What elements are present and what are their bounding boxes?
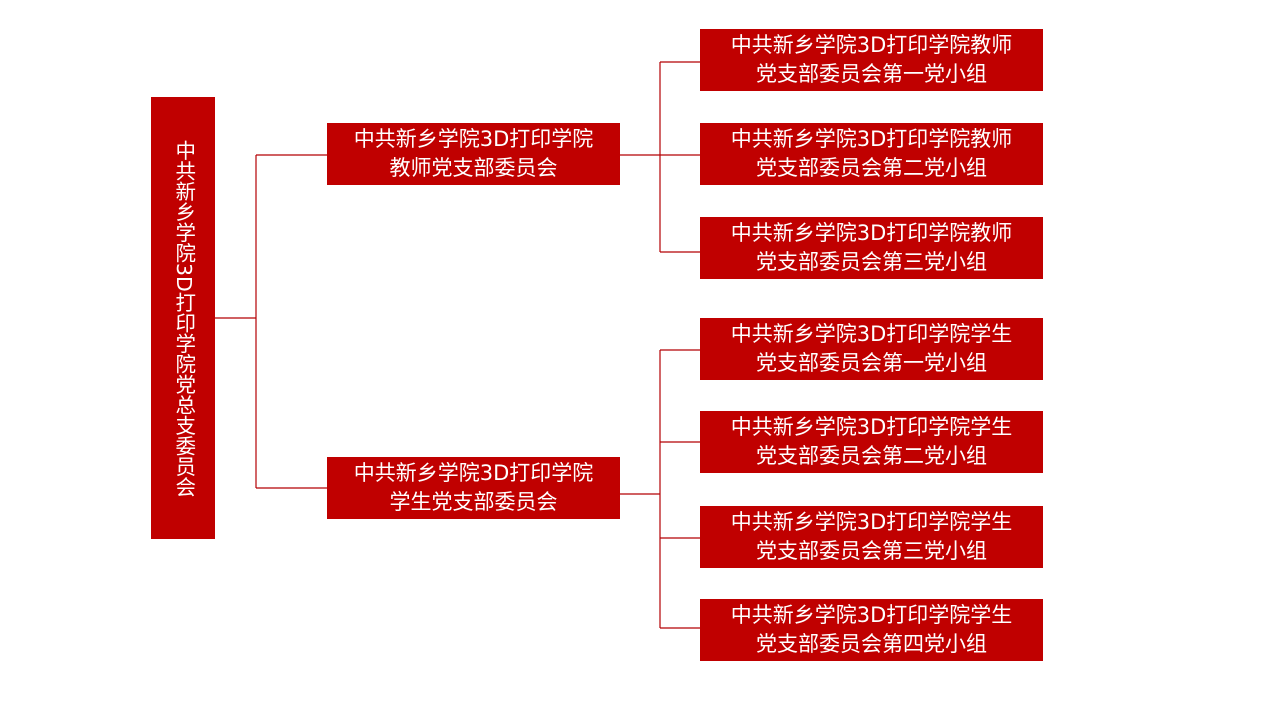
- student-group-1-line1: 中共新乡学院3D打印学院学生: [730, 322, 1013, 346]
- teacher-group-3-box: 中共新乡学院3D打印学院教师 党支部委员会第三党小组: [700, 217, 1043, 279]
- student-group-2-box: 中共新乡学院3D打印学院学生 党支部委员会第二党小组: [700, 411, 1043, 473]
- student-group-4-line1: 中共新乡学院3D打印学院学生: [730, 603, 1013, 627]
- teacher-group-2-box: 中共新乡学院3D打印学院教师 党支部委员会第二党小组: [700, 123, 1043, 185]
- student-group-2-line2: 党支部委员会第二党小组: [756, 444, 987, 468]
- teacher-group-1-line1: 中共新乡学院3D打印学院教师: [730, 33, 1013, 57]
- student-branch-line1: 中共新乡学院3D打印学院: [353, 461, 594, 485]
- student-branch-line2: 学生党支部委员会: [389, 490, 558, 514]
- student-group-3-line2: 党支部委员会第三党小组: [756, 539, 987, 563]
- teacher-group-3-line1: 中共新乡学院3D打印学院教师: [730, 221, 1013, 245]
- student-group-3-line1: 中共新乡学院3D打印学院学生: [730, 510, 1013, 534]
- teacher-group-2-line1: 中共新乡学院3D打印学院教师: [730, 127, 1013, 151]
- student-group-3-box: 中共新乡学院3D打印学院学生 党支部委员会第三党小组: [700, 506, 1043, 568]
- teacher-group-2-line2: 党支部委员会第二党小组: [756, 156, 987, 180]
- teacher-branch-line2: 教师党支部委员会: [389, 156, 558, 180]
- teacher-group-1-line2: 党支部委员会第一党小组: [756, 62, 987, 86]
- teacher-branch-committee-box: 中共新乡学院3D打印学院 教师党支部委员会: [327, 123, 620, 185]
- student-branch-committee-box: 中共新乡学院3D打印学院 学生党支部委员会: [327, 457, 620, 519]
- student-group-2-line1: 中共新乡学院3D打印学院学生: [730, 415, 1013, 439]
- student-group-1-box: 中共新乡学院3D打印学院学生 党支部委员会第一党小组: [700, 318, 1043, 380]
- teacher-group-3-line2: 党支部委员会第三党小组: [756, 250, 987, 274]
- teacher-group-1-box: 中共新乡学院3D打印学院教师 党支部委员会第一党小组: [700, 29, 1043, 91]
- student-group-4-line2: 党支部委员会第四党小组: [756, 632, 987, 656]
- root-committee-box: 中共新乡学院3D打印学院党总支委员会: [151, 97, 215, 539]
- student-group-4-box: 中共新乡学院3D打印学院学生 党支部委员会第四党小组: [700, 599, 1043, 661]
- student-group-1-line2: 党支部委员会第一党小组: [756, 351, 987, 375]
- root-committee-label: 中共新乡学院3D打印学院党总支委员会: [171, 139, 196, 497]
- teacher-branch-line1: 中共新乡学院3D打印学院: [353, 127, 594, 151]
